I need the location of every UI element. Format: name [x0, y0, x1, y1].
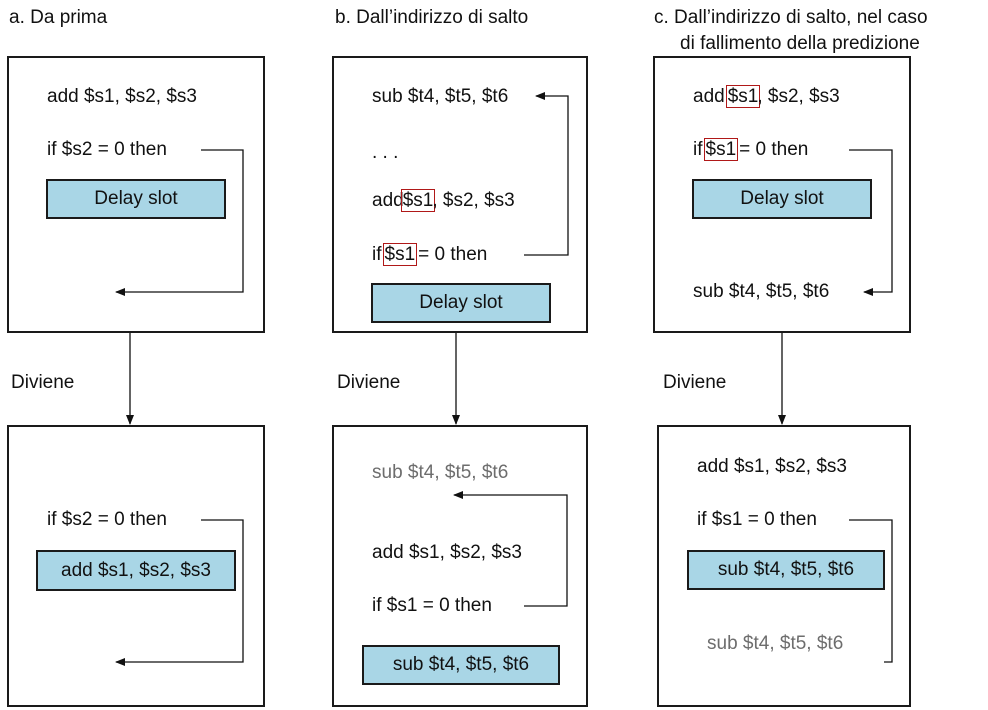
instr-branch: if$s1= 0 then — [693, 138, 809, 161]
instr-branch: if $s2 = 0 then — [47, 509, 167, 530]
delay-slot: Delay slot — [692, 179, 872, 219]
branch-arrow — [849, 519, 893, 663]
header-a: a. Da prima — [9, 7, 108, 28]
delay-slot: Delay slot — [371, 283, 551, 323]
header-c-line1: c. Dall’indirizzo di salto, nel caso — [654, 7, 928, 28]
header-c-line2: di fallimento della predizione — [680, 33, 920, 54]
instr-branch-target-copy: sub $t4, $t5, $t6 — [372, 462, 509, 483]
keyword: if — [693, 139, 703, 160]
branch-arrow — [453, 491, 568, 607]
instr-branch: if $s1 = 0 then — [697, 509, 817, 530]
operands: , $s2, $s3 — [432, 190, 515, 211]
register-highlight: $s1 — [725, 85, 761, 108]
branch-arrow — [849, 149, 893, 296]
register-highlight: $s1 — [382, 243, 418, 266]
operands: , $s2, $s3 — [757, 86, 840, 107]
register-highlight: $s1 — [703, 138, 739, 161]
instr-fallthrough-copy: sub $t4, $t5, $t6 — [707, 633, 844, 654]
register-highlight: $s1 — [400, 189, 436, 212]
condition: = 0 then — [739, 139, 809, 160]
branch-arrow — [524, 92, 569, 256]
instr-branch: if$s1= 0 then — [372, 243, 488, 266]
instr-add: add $s1, $s2, $s3 — [372, 542, 522, 563]
branch-arrow — [115, 519, 244, 666]
becomes-label-c: Diviene — [663, 372, 727, 393]
becomes-label-a: Diviene — [11, 372, 75, 393]
opcode: add — [372, 190, 404, 211]
instr-add: add $s1, $s2, $s3 — [697, 456, 847, 477]
delay-slot: Delay slot — [46, 179, 226, 219]
delay-slot-filled: sub $t4, $t5, $t6 — [687, 550, 885, 590]
branch-arrow — [115, 149, 244, 296]
instr-branch: if $s2 = 0 then — [47, 139, 167, 160]
header-b: b. Dall’indirizzo di salto — [335, 7, 529, 28]
instr-add: add$s1, $s2, $s3 — [372, 189, 515, 212]
becomes-label-b: Diviene — [337, 372, 401, 393]
instr-add: add$s1, $s2, $s3 — [693, 85, 840, 108]
instr-add: add $s1, $s2, $s3 — [47, 86, 197, 107]
delay-slot-filled: add $s1, $s2, $s3 — [36, 550, 236, 591]
instr-fallthrough: sub $t4, $t5, $t6 — [693, 281, 830, 302]
delay-slot-filled: sub $t4, $t5, $t6 — [362, 645, 560, 685]
opcode: add — [693, 86, 725, 107]
condition: = 0 then — [418, 244, 488, 265]
instr-branch: if $s1 = 0 then — [372, 595, 492, 616]
instr-branch-target: sub $t4, $t5, $t6 — [372, 86, 509, 107]
keyword: if — [372, 244, 382, 265]
ellipsis: . . . — [372, 142, 399, 163]
